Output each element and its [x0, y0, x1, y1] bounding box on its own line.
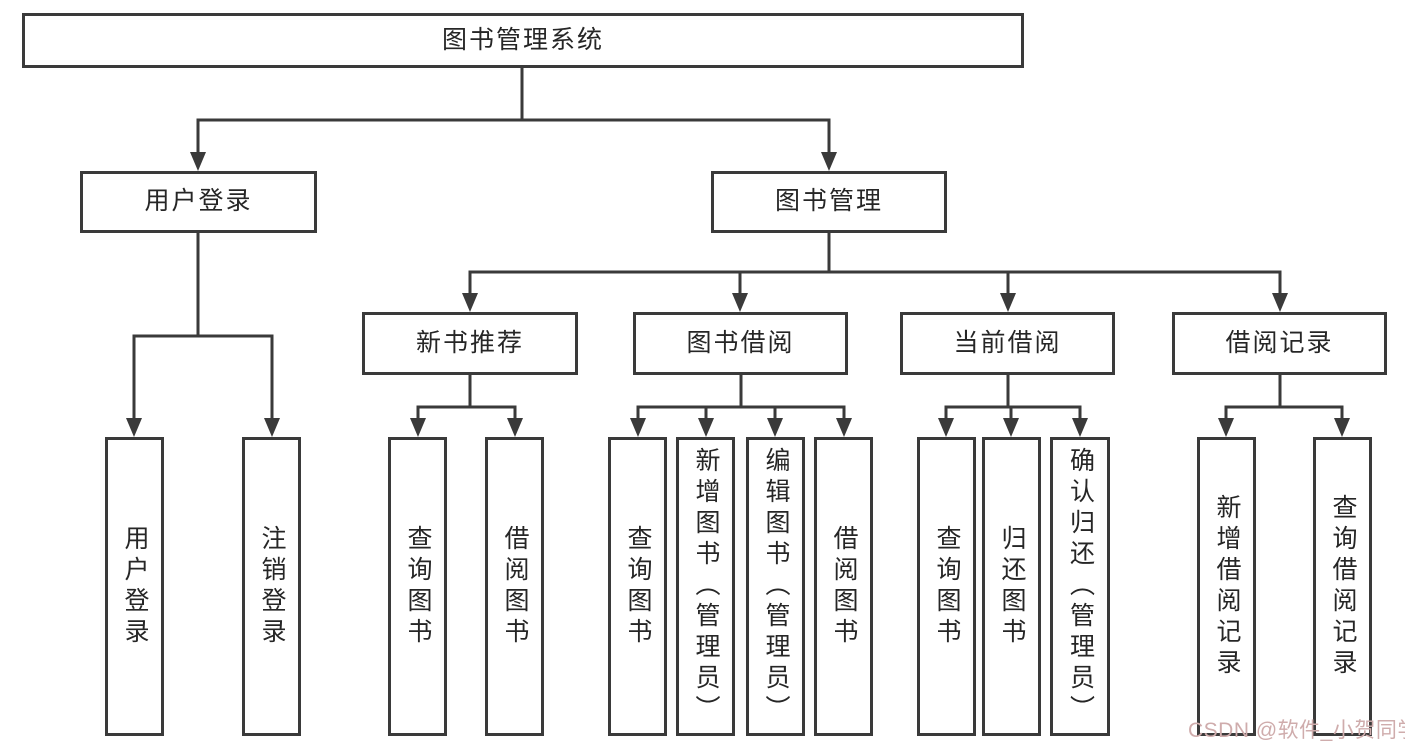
arrow-down-icon [767, 418, 783, 437]
node-leaf-query-books-2: 查询图书 [608, 437, 667, 736]
node-borrowing-records: 借阅记录 [1172, 312, 1387, 375]
connector-bookmgmt-to-level3 [462, 231, 1288, 312]
arrow-down-icon [264, 418, 280, 437]
connector-borrowing-to-leaves [630, 373, 852, 437]
connector-records-to-leaves [1218, 373, 1350, 437]
node-leaf-add-borrow-record: 新增借阅记录 [1197, 437, 1256, 736]
arrow-down-icon [410, 418, 426, 437]
node-leaf-confirm-return-admin: 确认归还（管理员） [1050, 437, 1110, 736]
arrow-down-icon [836, 418, 852, 437]
arrow-down-icon [938, 418, 954, 437]
node-book-borrowing: 图书借阅 [633, 312, 848, 375]
arrow-down-icon [821, 152, 837, 171]
node-leaf-borrow-books-1: 借阅图书 [485, 437, 544, 736]
node-leaf-add-books-admin: 新增图书（管理员） [676, 437, 735, 736]
arrow-down-icon [126, 418, 142, 437]
arrow-down-icon [1000, 293, 1016, 312]
arrow-down-icon [1272, 293, 1288, 312]
arrow-down-icon [630, 418, 646, 437]
arrow-down-icon [1334, 418, 1350, 437]
arrow-down-icon [698, 418, 714, 437]
node-current-borrowing: 当前借阅 [900, 312, 1115, 375]
node-leaf-query-borrow-record: 查询借阅记录 [1313, 437, 1372, 736]
node-leaf-query-books-1: 查询图书 [388, 437, 447, 736]
node-leaf-logout: 注销登录 [242, 437, 301, 736]
node-leaf-user-login: 用户登录 [105, 437, 164, 736]
node-leaf-borrow-books-2: 借阅图书 [814, 437, 873, 736]
node-leaf-query-books-3: 查询图书 [917, 437, 976, 736]
node-user-login-module: 用户登录 [80, 171, 317, 233]
arrow-down-icon [1003, 418, 1019, 437]
arrow-down-icon [1072, 418, 1088, 437]
connector-root-to-level2 [190, 66, 837, 171]
arrow-down-icon [732, 293, 748, 312]
connector-newbooks-to-leaves [410, 373, 523, 437]
node-root-system: 图书管理系统 [22, 13, 1024, 68]
node-new-book-recommend: 新书推荐 [362, 312, 578, 375]
csdn-watermark: CSDN @软件_小贺同学 [1188, 719, 1405, 742]
node-leaf-return-books: 归还图书 [982, 437, 1041, 736]
arrow-down-icon [462, 293, 478, 312]
arrow-down-icon [1218, 418, 1234, 437]
arrow-down-icon [507, 418, 523, 437]
connector-userlogin-to-leaves [126, 231, 280, 437]
connector-current-to-leaves [938, 373, 1088, 437]
node-book-management-module: 图书管理 [711, 171, 947, 233]
arrow-down-icon [190, 152, 206, 171]
node-leaf-edit-books-admin: 编辑图书（管理员） [746, 437, 805, 736]
